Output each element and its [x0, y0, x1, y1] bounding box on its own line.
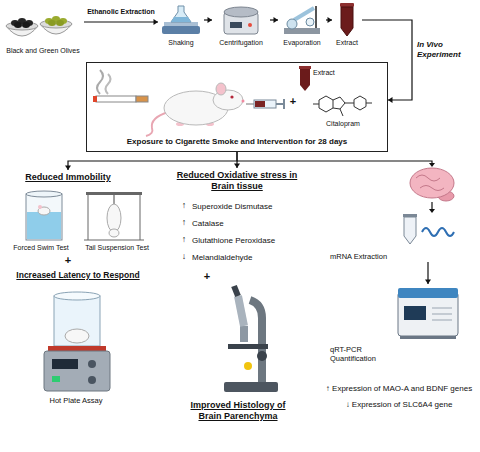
arrowhead [388, 97, 393, 103]
test-caption: Forced Swim Test [6, 244, 76, 252]
plus-sign: + [60, 254, 76, 267]
heading-text: Reduced Immobility [25, 172, 111, 183]
edge-label: In Vivo Experiment [417, 40, 475, 59]
mrna-icon [403, 214, 454, 244]
connector-line [84, 21, 158, 22]
trend-arrow: ↑ [178, 217, 190, 228]
smoke [97, 70, 111, 94]
heading-text: Reduced Oxidative stress in Brain tissue [172, 170, 302, 192]
arrowhead [208, 17, 213, 23]
step-node: Extract [332, 2, 362, 48]
step-node: Centrifugation [212, 2, 270, 48]
connector-line [68, 152, 237, 170]
citalopram-structure [313, 96, 372, 116]
cigarette [93, 96, 148, 102]
centrifuge-icon [224, 7, 258, 34]
node-caption: Black and Green Olives [6, 47, 80, 55]
outcome-heading: Increased Latency to Respond [4, 270, 152, 280]
plus-sign: + [287, 95, 299, 108]
extract-tube [340, 3, 354, 36]
edge-label: Ethanolic Extraction [87, 8, 155, 16]
node-caption: mRNA Extraction [330, 252, 387, 261]
marker-name: Superoxide Dismutase [192, 202, 304, 212]
assay-step: qRT-PCR Quantification [328, 284, 468, 364]
node-caption: Shaking [168, 39, 193, 47]
shaker-icon [162, 6, 200, 34]
brain-icon [410, 168, 454, 201]
gene-result: ↓ Expression of SLC6A4 gene [320, 400, 478, 410]
arrowhead [274, 17, 279, 23]
box-caption: Exposure to Cigarette Smoke and Interven… [127, 137, 348, 147]
node-caption: Extract [336, 39, 358, 47]
rat [146, 83, 245, 136]
evaporator-icon [284, 6, 320, 34]
connector-line [362, 20, 412, 100]
arrowhead [328, 17, 333, 23]
step-node: Evaporation [278, 2, 326, 48]
experiment-box: Exposure to Cigarette Smoke and Interven… [86, 62, 388, 152]
outcome-heading: Reduced Immobility [8, 170, 128, 185]
qpcr-machine [398, 288, 458, 339]
hot-plate-icon [44, 292, 110, 391]
olive-bowls [6, 16, 72, 36]
plus-sign: + [200, 270, 214, 283]
microscope-icon [224, 286, 278, 392]
arrowhead [234, 164, 240, 169]
connector [326, 17, 332, 23]
source-node: Black and Green Olives [2, 2, 84, 56]
node-caption: qRT-PCR Quantification [330, 345, 396, 363]
arrowhead [154, 19, 159, 25]
assay-step: mRNA Extraction [328, 210, 468, 262]
arrowhead [425, 280, 431, 285]
gene-result: ↑ Expression of MAO-A and BDNF genes [320, 384, 478, 394]
extract-tube-small [299, 66, 311, 91]
connector [270, 17, 278, 23]
connector [425, 262, 431, 284]
syringe [246, 99, 284, 109]
marker-name: Melandialdehyde [192, 253, 304, 263]
connector [84, 19, 158, 25]
marker-name: Glutathione Peroxidase [192, 236, 304, 246]
trend-arrow: ↑ [178, 200, 190, 211]
step-node: Shaking [158, 2, 204, 48]
node-caption: Centrifugation [219, 39, 263, 47]
drug-label: Citalopram [310, 120, 376, 128]
arrowhead [65, 166, 71, 171]
connector [234, 152, 240, 168]
test-caption: Tail Suspension Test [78, 244, 156, 252]
trend-arrow: ↑ [178, 234, 190, 245]
trend-arrow: ↓ [178, 251, 190, 262]
node-caption: Evaporation [283, 39, 320, 47]
connector [65, 152, 237, 170]
outcome-heading: Reduced Oxidative stress in Brain tissue [170, 168, 304, 194]
connector [204, 17, 212, 23]
extract-label: Extract [313, 69, 357, 77]
marker-name: Catalase [192, 219, 304, 229]
forced-swim-icon [26, 191, 62, 240]
test-caption: Hot Plate Assay [26, 396, 126, 405]
tail-suspension-icon [84, 192, 144, 240]
outcome-heading: Improved Histology of Brain Parenchyma [178, 400, 298, 422]
